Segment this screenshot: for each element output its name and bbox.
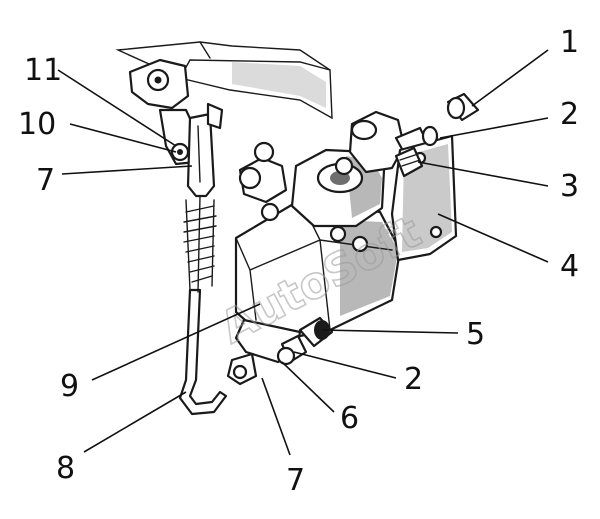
callout-2-upper: 2 bbox=[560, 97, 579, 132]
banjo-6 bbox=[276, 346, 296, 366]
callout-9: 9 bbox=[60, 369, 79, 404]
callout-2-lower: 2 bbox=[404, 362, 423, 397]
callout-labels: 1 2 3 4 5 2 6 7 8 9 10 11 7 bbox=[18, 25, 579, 498]
callout-10: 10 bbox=[18, 107, 56, 142]
washer-2-upper bbox=[421, 125, 439, 147]
clevis-fork-7 bbox=[186, 112, 216, 198]
pull-rod-8 bbox=[178, 195, 228, 416]
upper-lever-assembly bbox=[128, 58, 224, 198]
nipple-5 bbox=[298, 316, 334, 348]
callout-1: 1 bbox=[560, 25, 579, 60]
callout-7-upper: 7 bbox=[36, 163, 55, 198]
leader-lines bbox=[57, 49, 549, 456]
callout-7-lower: 7 bbox=[286, 463, 305, 498]
valve-body-9 bbox=[226, 141, 402, 386]
callout-6: 6 bbox=[340, 401, 359, 436]
callout-8: 8 bbox=[56, 451, 75, 486]
union-3 bbox=[394, 146, 424, 178]
callout-11: 11 bbox=[24, 53, 62, 88]
sleeve-1 bbox=[446, 92, 480, 122]
callout-4: 4 bbox=[560, 249, 579, 284]
callout-3: 3 bbox=[560, 169, 579, 204]
callout-5: 5 bbox=[466, 317, 485, 352]
